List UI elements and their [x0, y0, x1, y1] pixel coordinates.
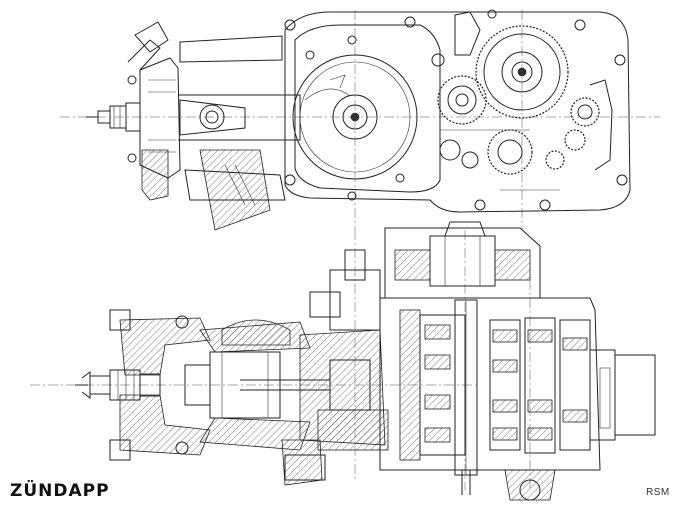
cylinder-head-section — [109, 309, 211, 461]
gear-teeth — [424, 324, 588, 443]
lower-sectional-view — [30, 221, 656, 501]
gear-cluster-upper — [431, 11, 613, 191]
gearbox-section — [379, 297, 656, 501]
drafter-initials: RSM — [646, 487, 670, 498]
brand-logo-text: ZÜNDAPP — [10, 481, 110, 501]
clutch-housing-section — [384, 221, 541, 299]
spark-plug-upper — [86, 102, 141, 132]
cylinder-piston-section — [184, 319, 330, 451]
crankcase-upper — [284, 9, 631, 213]
crankshaft-section — [281, 249, 389, 486]
connecting-rod-upper — [178, 35, 301, 231]
cylinder-head-upper — [127, 21, 181, 201]
upper-side-view — [60, 9, 660, 231]
